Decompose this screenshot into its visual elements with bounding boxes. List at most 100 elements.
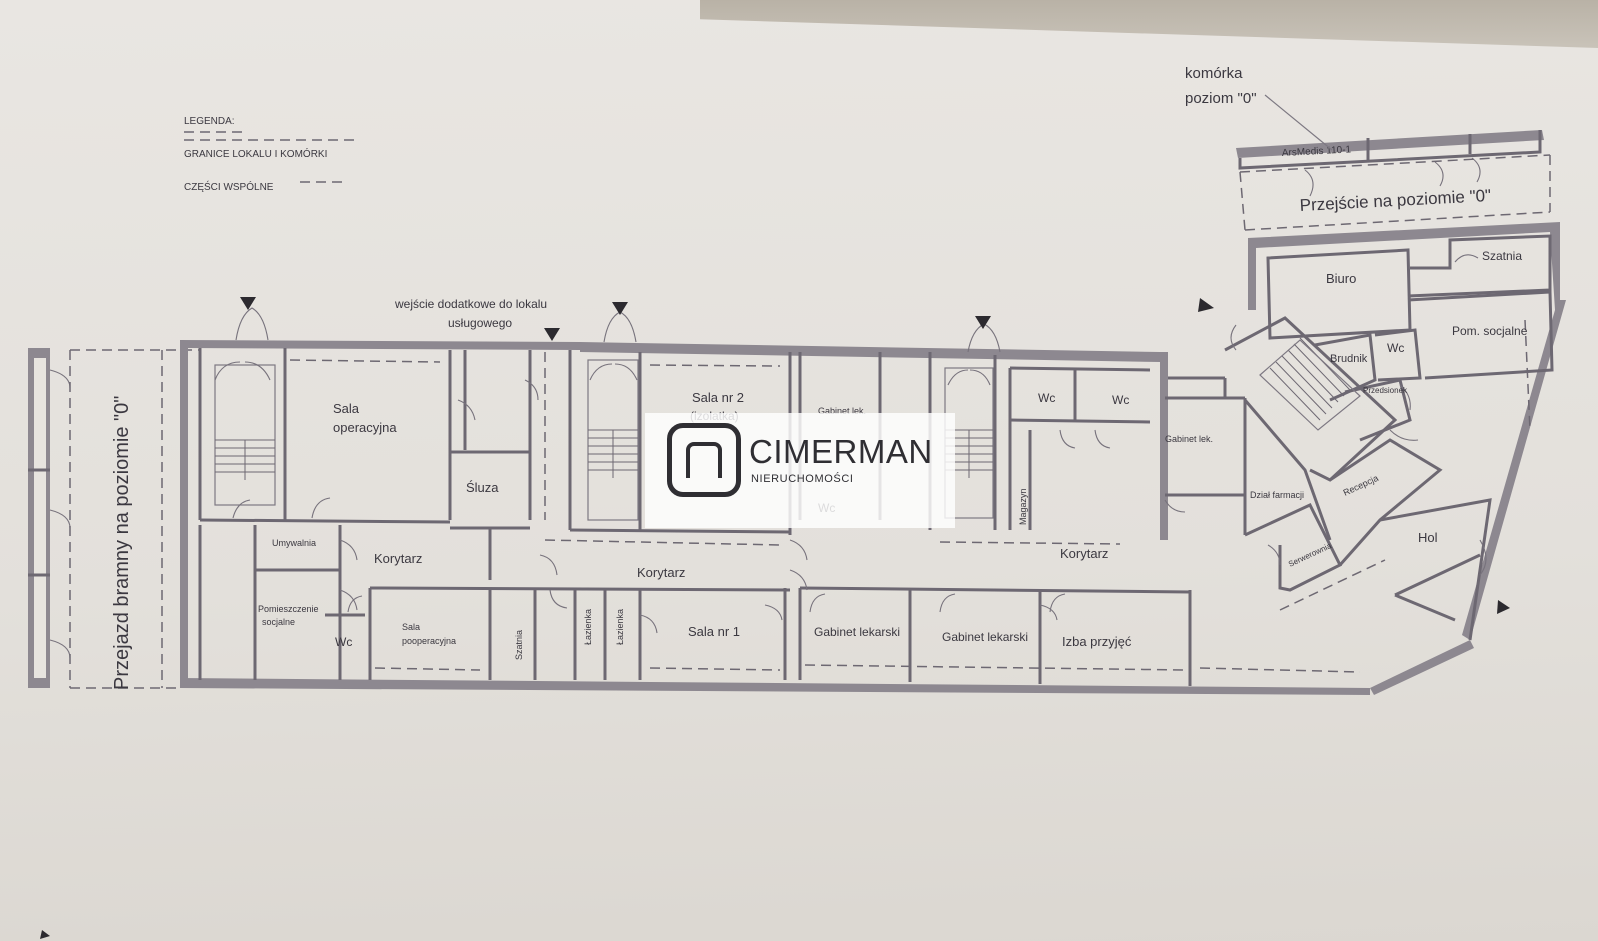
door-arc — [1267, 544, 1281, 566]
passage-boundary — [1239, 154, 1551, 173]
wall — [1379, 498, 1492, 641]
wall — [799, 586, 1191, 594]
room-label: Łazienka — [583, 609, 593, 645]
wall — [1266, 248, 1412, 340]
outer-walls — [180, 222, 1566, 695]
room-label: Gabinet lekarski — [942, 630, 1028, 644]
dashed-line — [649, 667, 781, 671]
door-arc — [457, 399, 476, 421]
wall — [180, 520, 188, 688]
wall — [369, 586, 791, 592]
entrance-markers — [40, 297, 1510, 939]
entrance-arrow-icon — [975, 316, 991, 329]
wall — [580, 342, 1160, 362]
room-label: Sala nr 1 — [688, 624, 740, 639]
room-label: operacyjna — [333, 420, 397, 435]
door-arc — [939, 593, 956, 613]
wall — [1238, 130, 1542, 170]
door-arc — [1304, 157, 1481, 197]
wall — [1407, 290, 1554, 380]
door-arc — [603, 311, 637, 343]
legend-title: LEGENDA: — [184, 116, 235, 127]
door-arc — [1049, 593, 1066, 613]
door-arc — [1479, 539, 1487, 576]
door-arc — [235, 307, 269, 341]
legend-item-common: CZĘŚCI WSPÓLNE — [184, 180, 274, 193]
door-arc — [809, 593, 826, 613]
door-arc — [347, 595, 363, 613]
staircase-middle — [587, 359, 639, 521]
door-arc — [49, 369, 71, 659]
wall — [1009, 366, 1151, 372]
extra-entrance-note: wejście dodatkowe do lokalu usługowego — [394, 297, 547, 330]
entrance-arrow-icon — [612, 302, 628, 315]
room-label: Magazyn — [1018, 488, 1028, 525]
extra-entrance-label: usługowego — [448, 316, 512, 330]
watermark: CIMERMAN NIERUCHOMOŚCI — [645, 413, 955, 528]
door-arc — [639, 614, 658, 634]
room-label: Izba przyjęć — [1062, 634, 1132, 649]
dashed-line — [1524, 319, 1531, 431]
stair-tread — [1269, 337, 1351, 421]
doors — [214, 254, 1487, 634]
room-label: Korytarz — [1060, 546, 1108, 561]
corner-arrow-icon — [40, 930, 50, 939]
room-label: Dział farmacji — [1250, 490, 1304, 500]
room-label: Szatnia — [1482, 249, 1522, 263]
wall — [1244, 503, 1343, 592]
extra-entrance-label: wejście dodatkowe do lokalu — [394, 297, 547, 311]
room-label: Umywalnia — [272, 538, 316, 548]
wall — [1224, 316, 1398, 482]
room-label: Śluza — [466, 480, 499, 495]
door-arc — [539, 554, 558, 576]
door-arc — [1389, 429, 1419, 441]
door-arc — [524, 379, 539, 401]
wall — [1394, 593, 1456, 622]
door-arc — [214, 361, 271, 381]
room-label: Serwerownia — [1287, 541, 1333, 569]
room-label: Sala — [333, 401, 360, 416]
dashed-line — [1279, 559, 1386, 611]
room-label: Brudnik — [1330, 353, 1368, 365]
dashed-line — [289, 359, 441, 363]
wall — [1329, 438, 1443, 566]
room-label: socjalne — [262, 617, 295, 627]
door-arc — [1039, 604, 1058, 621]
wall — [1243, 399, 1332, 541]
storage-label: komórka — [1185, 65, 1243, 82]
wall — [1344, 378, 1412, 442]
entrance-arrow-icon — [544, 328, 560, 341]
room-label: Pom. socjalne — [1452, 324, 1528, 338]
room-label: Przedsionek — [1363, 386, 1408, 395]
room-label: Biuro — [1326, 271, 1356, 286]
wall-cavity — [34, 358, 46, 678]
door-arc — [589, 363, 638, 381]
wall — [1407, 234, 1552, 298]
room-label: Wc — [335, 635, 352, 649]
door-arc — [947, 369, 991, 386]
door-arc — [1164, 499, 1186, 513]
gateway-passage-label: Przejazd bramny na poziomie "0" — [111, 396, 133, 690]
door-arc — [1230, 324, 1237, 351]
common-area-boundaries — [289, 319, 1531, 673]
cimerman-logo-icon — [667, 423, 741, 497]
room-label: Gabinet lek. — [1165, 434, 1213, 444]
staircase-left — [214, 364, 276, 506]
interior-walls — [198, 348, 1247, 686]
right-wing — [1224, 234, 1554, 641]
room-label: Pomieszczenie — [258, 604, 319, 614]
stair-outline — [587, 359, 639, 521]
dashed-line — [649, 364, 781, 367]
door-arc — [1059, 429, 1111, 449]
room-label: Hol — [1418, 530, 1438, 545]
wall — [569, 528, 791, 534]
door-arc — [789, 539, 808, 561]
door-arc — [764, 604, 783, 621]
storage-level-label: poziom "0" — [1185, 90, 1257, 107]
entrance-arrow-icon — [1198, 298, 1214, 312]
door-arc — [339, 589, 358, 611]
gateway-passage: Przejazd bramny na poziomie "0" — [28, 348, 200, 690]
watermark-brand: CIMERMAN — [749, 433, 933, 470]
wall — [1248, 222, 1566, 640]
